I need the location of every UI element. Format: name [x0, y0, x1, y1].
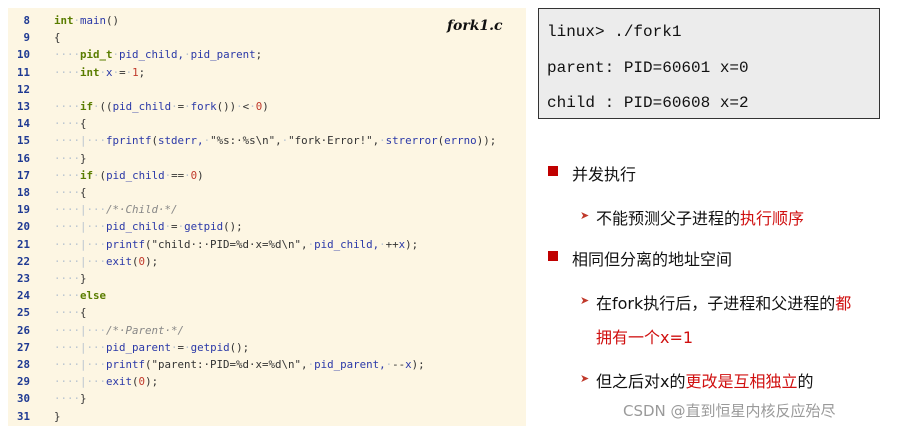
- code-line: 13 ····if·((pid_child·=·fork())·<·0): [8, 98, 526, 115]
- code-text: ····|···/*·Parent·*/: [54, 323, 185, 337]
- code-text: ····|···printf("child·:·PID=%d·x=%d\n",·…: [54, 237, 419, 251]
- file-title: fork1.c: [447, 18, 503, 34]
- arrow-icon: ➤: [580, 294, 590, 307]
- sub-point-independent: 但之后对x的更改是互相独立的: [596, 368, 814, 392]
- arrow-icon: ➤: [580, 209, 590, 222]
- code-line: 24 ····else: [8, 287, 526, 304]
- sub-point-order: 不能预测父子进程的执行顺序: [596, 205, 804, 229]
- line-number: 23: [16, 272, 30, 285]
- code-line: 25 ····{: [8, 304, 526, 321]
- code-line: 27 ····|···pid_parent·=·getpid();: [8, 339, 526, 356]
- code-line: 16 ····}: [8, 150, 526, 167]
- code-text: ····if·((pid_child·=·fork())·<·0): [54, 100, 269, 113]
- code-text: ····else: [54, 289, 107, 303]
- line-number: 29: [16, 375, 30, 389]
- line-number: 28: [16, 358, 30, 371]
- terminal-output: linux> ./fork1 parent: PID=60601 x=0 chi…: [538, 8, 880, 119]
- bullet-concurrency: 并发执行: [572, 165, 637, 184]
- code-line: 11 ····int·x·=·1;: [8, 64, 526, 81]
- code-text: ····int·x·=·1;: [54, 65, 146, 79]
- line-number: 12: [16, 82, 30, 96]
- code-line: 26 ····|···/*·Parent·*/: [8, 322, 526, 339]
- arrow-icon: ➤: [580, 372, 590, 385]
- code-line: 31}: [8, 408, 526, 425]
- code-text: ····|···exit(0);: [54, 254, 159, 268]
- sub-point-order-highlight: 执行顺序: [740, 209, 805, 228]
- line-number: 25: [16, 306, 30, 320]
- code-line: 10 ····pid_t·pid_child,·pid_parent;: [8, 46, 526, 63]
- code-text: ····pid_t·pid_child,·pid_parent;: [54, 48, 263, 62]
- line-number: 13: [16, 100, 30, 113]
- line-number: 21: [16, 237, 30, 251]
- line-number: 22: [16, 254, 30, 268]
- code-line: 28 ····|···printf("parent:·PID=%d·x=%d\n"…: [8, 356, 526, 373]
- code-text: ····}: [54, 272, 87, 285]
- sub-point-after-fork-text: 在fork执行后，子进程和父进程的: [596, 294, 836, 313]
- sub-point-order-text: 不能预测父子进程的: [596, 209, 741, 228]
- code-line: 8 int·main(): [8, 12, 526, 29]
- line-number: 30: [16, 392, 30, 406]
- line-number: 15: [16, 134, 30, 148]
- code-line: 30 ····}: [8, 390, 526, 407]
- line-number: 8: [23, 14, 30, 27]
- code-line: 14 ····{: [8, 115, 526, 132]
- line-number: 18: [16, 186, 30, 199]
- sub-point-after-fork-highlight: 都: [835, 294, 852, 313]
- line-number: 31: [16, 409, 30, 423]
- terminal-line-child: child : PID=60608 x=2: [547, 94, 749, 112]
- code-line: 12: [8, 81, 526, 98]
- line-number: 27: [16, 340, 30, 354]
- code-text: ····|···pid_child·=·getpid();: [54, 220, 243, 234]
- code-text: }: [54, 409, 61, 423]
- line-number: 26: [16, 323, 30, 337]
- line-number: 24: [16, 289, 30, 303]
- code-line: 22 ····|···exit(0);: [8, 253, 526, 270]
- code-line: 23 ····}: [8, 270, 526, 287]
- code-text: ····|···pid_parent·=·getpid();: [54, 340, 250, 354]
- code-text: ····|···printf("parent:·PID=%d·x=%d\n",·…: [54, 358, 425, 371]
- code-line: 15 ····|···fprintf(stderr,·"%s:·%s\n",·"f…: [8, 132, 526, 149]
- code-line: 21 ····|···printf("child·:·PID=%d·x=%d\n"…: [8, 236, 526, 253]
- sub-point-independent-text: 但之后对x的: [596, 372, 686, 391]
- line-number: 16: [16, 151, 30, 165]
- sub-point-after-fork-cont: 拥有一个x=1: [596, 328, 694, 347]
- bullet-square-icon: [548, 251, 558, 261]
- terminal-line-command: linux> ./fork1: [547, 23, 682, 41]
- sub-point-independent-highlight: 更改是互相独立: [685, 372, 798, 391]
- line-number: 19: [16, 203, 30, 217]
- code-line: 29 ····|···exit(0);: [8, 373, 526, 390]
- code-text: int·main(): [54, 14, 120, 27]
- code-text: ····{: [54, 186, 87, 199]
- watermark: CSDN @直到恒星内核反应殆尽: [623, 402, 836, 420]
- sub-point-after-fork: 在fork执行后，子进程和父进程的都: [596, 290, 851, 314]
- code-text: ····if·(pid_child·==·0): [54, 168, 204, 182]
- code-line: 17 ····if·(pid_child·==·0): [8, 167, 526, 184]
- line-number: 11: [16, 65, 30, 79]
- code-text: ····}: [54, 151, 87, 165]
- code-line: 20 ····|···pid_child·=·getpid();: [8, 218, 526, 235]
- line-number: 10: [16, 48, 30, 62]
- code-line: 19 ····|···/*·Child·*/: [8, 201, 526, 218]
- line-number: 20: [16, 220, 30, 234]
- bullet-address-space: 相同但分离的地址空间: [572, 250, 733, 269]
- code-text: ····|···/*·Child·*/: [54, 203, 178, 217]
- code-text: ····|···exit(0);: [54, 375, 159, 389]
- code-line: 18 ····{: [8, 184, 526, 201]
- sub-point-independent-tail: 的: [797, 372, 814, 391]
- code-text: ····}: [54, 392, 87, 406]
- code-text: {: [54, 31, 61, 45]
- bullet-square-icon: [548, 166, 558, 176]
- line-number: 9: [23, 31, 30, 45]
- code-text: ····{: [54, 306, 87, 320]
- code-text: ····{: [54, 117, 87, 131]
- line-number: 17: [16, 168, 30, 182]
- code-text: ····|···fprintf(stderr,·"%s:·%s\n",·"for…: [54, 134, 497, 148]
- line-number: 14: [16, 117, 30, 131]
- terminal-line-parent: parent: PID=60601 x=0: [547, 59, 749, 77]
- code-line: 9{: [8, 29, 526, 46]
